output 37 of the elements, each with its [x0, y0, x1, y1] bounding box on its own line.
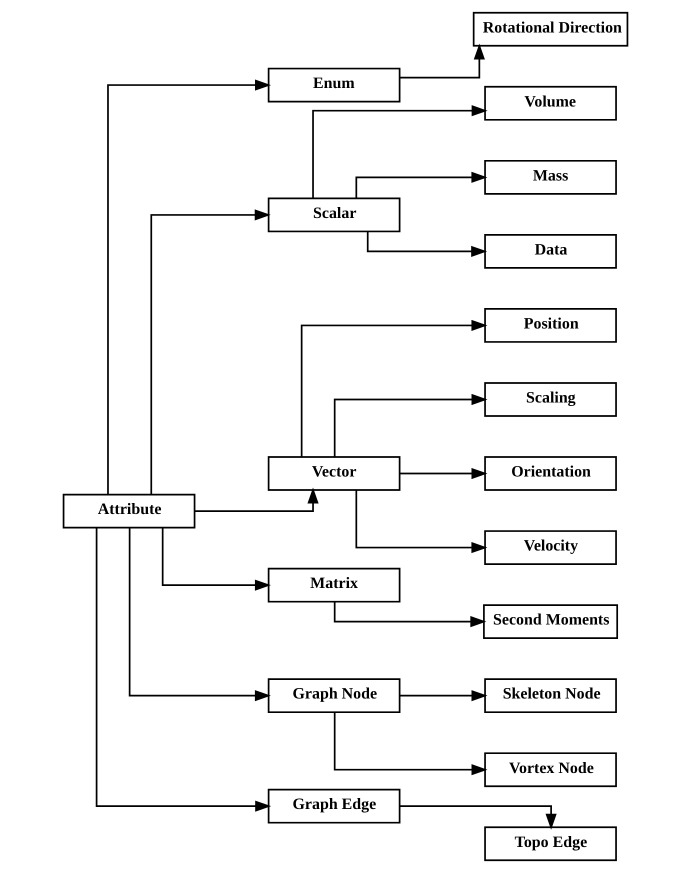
arrow	[400, 805, 557, 830]
node-box: Scalar	[268, 198, 400, 232]
node-box: Mass	[484, 160, 617, 195]
arrow	[334, 602, 486, 628]
arrow	[366, 231, 488, 257]
node-box: Rotational Direction	[472, 12, 628, 47]
arrow	[128, 528, 271, 702]
node-box: Graph Edge	[268, 788, 400, 824]
arrow	[400, 44, 485, 79]
node-box: Graph Node	[268, 678, 400, 714]
node-box: Matrix	[268, 568, 400, 603]
arrow	[334, 712, 488, 776]
node-box: Topo Edge	[484, 826, 617, 862]
node-box: Skeleton Node	[484, 678, 617, 714]
node-box: Enum	[268, 68, 400, 102]
arrow	[300, 320, 488, 457]
arrow	[162, 528, 271, 591]
arrow	[334, 394, 488, 457]
arrow	[355, 172, 488, 198]
node-box: Data	[484, 234, 617, 269]
node-box: Scaling	[484, 382, 617, 417]
arrow	[107, 79, 271, 494]
node-box: Orientation	[484, 456, 617, 491]
arrow	[194, 488, 319, 512]
arrow	[400, 690, 488, 702]
node-box: Vortex Node	[484, 752, 617, 788]
node-box: Vector	[268, 456, 400, 491]
arrow	[400, 468, 488, 480]
node-box: Position	[484, 308, 617, 343]
node-box: Second Moments	[483, 604, 618, 639]
arrow	[150, 209, 271, 494]
node-box: Attribute	[62, 494, 196, 528]
arrow	[96, 528, 272, 812]
arrow	[312, 105, 488, 198]
node-box: Volume	[484, 86, 617, 121]
node-box: Velocity	[484, 530, 617, 565]
arrow	[355, 490, 488, 554]
